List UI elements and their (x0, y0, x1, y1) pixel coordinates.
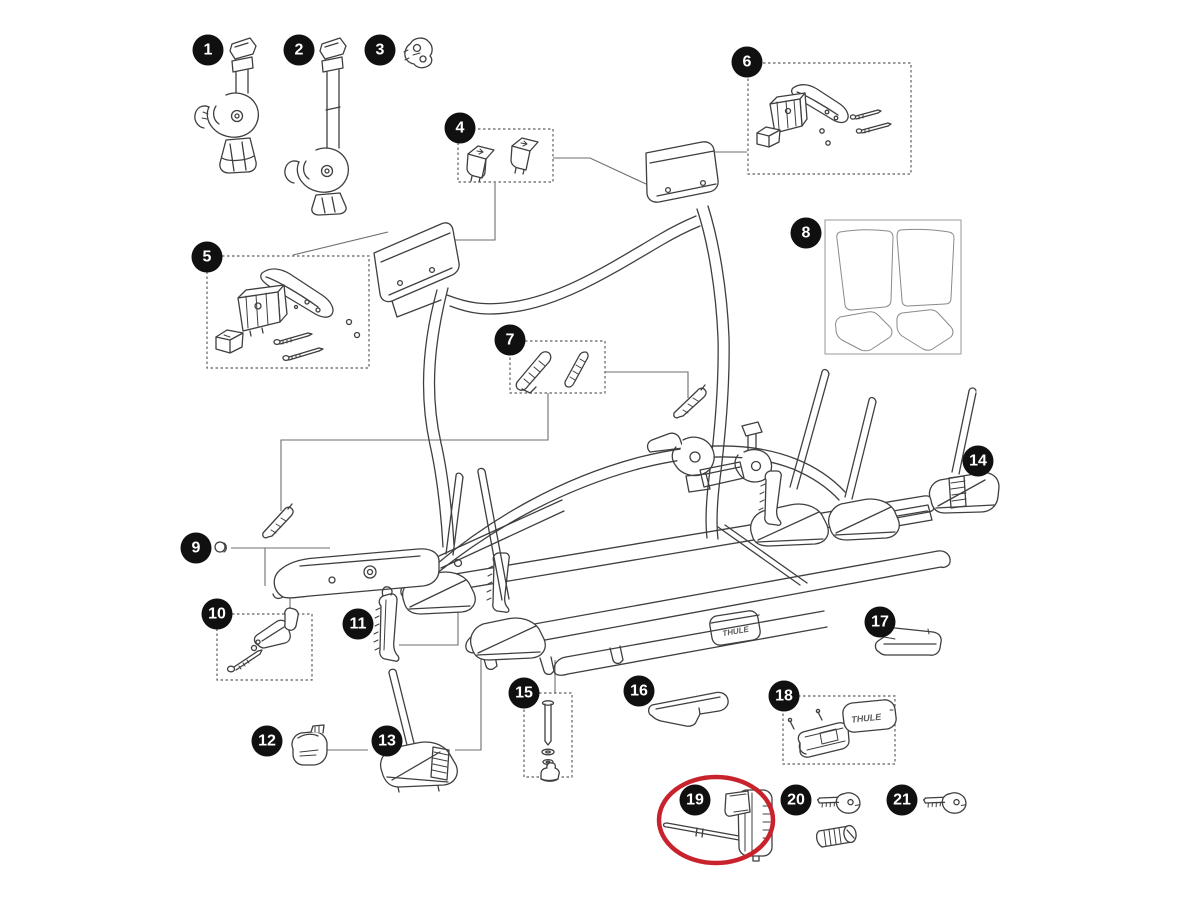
part-badge-15[interactable]: 15 (508, 677, 540, 709)
part-badge-13[interactable]: 13 (371, 725, 403, 757)
part-21-drawing (922, 790, 968, 815)
part-box-10 (216, 613, 313, 681)
cover-brand-label: THULE (851, 712, 883, 725)
part-18-drawing: THULE (787, 699, 897, 758)
selected-part-highlight (656, 774, 776, 866)
part-badge-12[interactable]: 12 (251, 725, 283, 757)
part-box-6 (747, 62, 912, 175)
part-7-drawing (515, 351, 589, 394)
part-badge-10[interactable]: 10 (201, 598, 233, 630)
part-box-5 (206, 255, 370, 369)
part-badge-5[interactable]: 5 (191, 241, 223, 273)
part-17-drawing (874, 627, 942, 656)
part-badge-3[interactable]: 3 (364, 34, 396, 66)
part-badge-8[interactable]: 8 (790, 217, 822, 249)
part-badge-4[interactable]: 4 (444, 112, 476, 144)
part-badge-1[interactable]: 1 (192, 34, 224, 66)
part-badge-20[interactable]: 20 (780, 784, 812, 816)
part-1-drawing (194, 37, 260, 174)
part-16-drawing (647, 691, 729, 727)
part-2-drawing (284, 37, 350, 216)
part-badge-11[interactable]: 11 (342, 608, 374, 640)
part-badge-17[interactable]: 17 (864, 606, 896, 638)
part-box-18 (782, 695, 896, 765)
part-badge-19[interactable]: 19 (679, 784, 711, 816)
part-20-drawing (815, 790, 862, 848)
rack-assembly-drawing: THULE (262, 141, 951, 676)
part-badge-9[interactable]: 9 (180, 532, 212, 564)
part-badge-18[interactable]: 18 (768, 680, 800, 712)
part-box-7 (509, 340, 606, 394)
part-5-drawing (215, 268, 361, 362)
part-13-drawing (379, 668, 458, 793)
part-box-8 (824, 219, 962, 355)
part-3-drawing (403, 37, 433, 69)
part-badge-2[interactable]: 2 (283, 34, 315, 66)
part-badge-6[interactable]: 6 (731, 46, 763, 78)
part-12-drawing (291, 724, 328, 766)
part-11-drawing (373, 586, 400, 662)
part-6-drawing (756, 84, 892, 148)
part-15-drawing (540, 700, 560, 782)
part-10-drawing (226, 607, 299, 673)
part-box-4 (457, 128, 554, 183)
boxes-layer (206, 62, 962, 778)
part-badge-16[interactable]: 16 (623, 675, 655, 707)
part-14-drawing (928, 387, 1000, 514)
part-badge-21[interactable]: 21 (886, 784, 918, 816)
part-badge-14[interactable]: 14 (962, 445, 994, 477)
part-8-drawing (835, 228, 955, 352)
part-9-drawing (214, 541, 227, 553)
part-4-drawing (466, 137, 539, 183)
part-badge-7[interactable]: 7 (494, 324, 526, 356)
part-19-drawing (662, 789, 773, 862)
